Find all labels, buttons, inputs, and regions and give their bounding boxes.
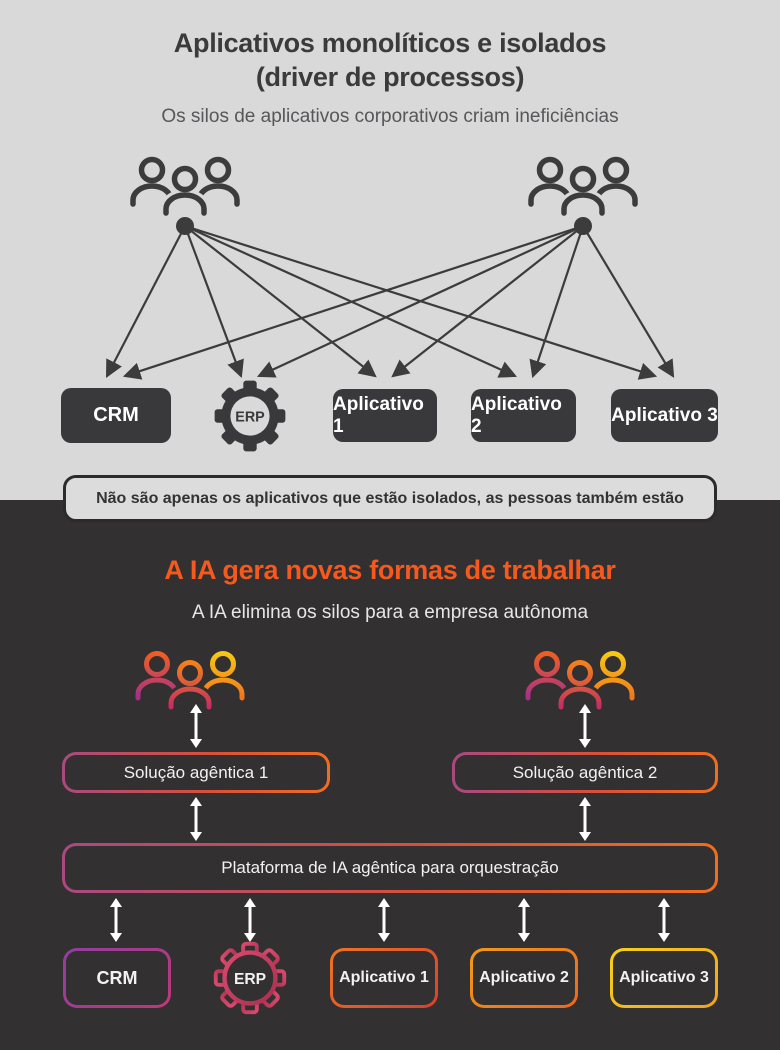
silo-network-diagram — [105, 156, 675, 380]
double-arrow-icon — [654, 897, 674, 943]
people-group-gradient-icon — [525, 651, 635, 712]
app-box-aplicativo-1: Aplicativo 1 — [333, 389, 437, 442]
app-box-crm: CRM — [63, 948, 171, 1008]
app-box-label: Aplicativo 3 — [611, 404, 718, 426]
solution-box-label: Solução agêntica 2 — [455, 755, 715, 790]
app-box-crm: CRM — [61, 388, 171, 443]
top-title-line1: Aplicativos monolíticos e isolados — [173, 28, 607, 58]
app-box-label: Aplicativo 2 — [473, 951, 575, 1005]
top-title-line2: (driver de processos) — [255, 62, 525, 92]
app-box-label: CRM — [66, 951, 168, 1005]
people-group-gradient-icon — [135, 651, 245, 712]
hub-dot — [176, 217, 194, 235]
top-title: Aplicativos monolíticos e isolados (driv… — [0, 26, 780, 94]
hub-dot — [574, 217, 592, 235]
solution-box-1: Solução agêntica 1 — [62, 752, 330, 793]
app-box-label: CRM — [93, 404, 139, 426]
people-group-icon — [130, 156, 240, 219]
erp-gear-icon: ERP — [214, 380, 286, 452]
top-section: Aplicativos monolíticos e isolados (driv… — [0, 0, 780, 500]
banner: Não são apenas os aplicativos que estão … — [63, 475, 717, 522]
app-box-label: Aplicativo 1 — [333, 393, 424, 437]
double-arrow-icon — [186, 703, 206, 749]
double-arrow-icon — [575, 703, 595, 749]
app-box-aplicativo-3: Aplicativo 3 — [610, 948, 718, 1008]
bottom-title: A IA gera novas formas de trabalhar — [164, 555, 616, 585]
solution-box-label: Solução agêntica 1 — [65, 755, 327, 790]
people-group-icon — [528, 156, 638, 219]
erp-gear-icon: ERP — [213, 941, 287, 1015]
app-box-aplicativo-1: Aplicativo 1 — [330, 948, 438, 1008]
solution-box-2: Solução agêntica 2 — [452, 752, 718, 793]
app-box-label: Aplicativo 1 — [333, 951, 435, 1005]
top-subtitle: Os silos de aplicativos corporativos cri… — [161, 106, 619, 127]
double-arrow-icon — [186, 796, 206, 842]
erp-label: ERP — [235, 409, 265, 425]
double-arrow-icon — [514, 897, 534, 943]
erp-label: ERP — [234, 971, 266, 988]
app-box-aplicativo-2: Aplicativo 2 — [470, 948, 578, 1008]
double-arrow-icon — [374, 897, 394, 943]
double-arrow-icon — [575, 796, 595, 842]
connection-arrows — [105, 224, 675, 380]
banner-text: Não são apenas os aplicativos que estão … — [96, 489, 684, 507]
app-box-aplicativo-2: Aplicativo 2 — [471, 389, 576, 442]
app-box-label: Aplicativo 2 — [471, 393, 562, 437]
bottom-subtitle: A IA elimina os silos para a empresa aut… — [191, 602, 589, 623]
double-arrow-icon — [106, 897, 126, 943]
app-box-aplicativo-3: Aplicativo 3 — [611, 389, 718, 442]
app-box-label: Aplicativo 3 — [613, 951, 715, 1005]
platform-box-label: Plataforma de IA agêntica para orquestra… — [65, 846, 715, 890]
platform-box: Plataforma de IA agêntica para orquestra… — [62, 843, 718, 893]
